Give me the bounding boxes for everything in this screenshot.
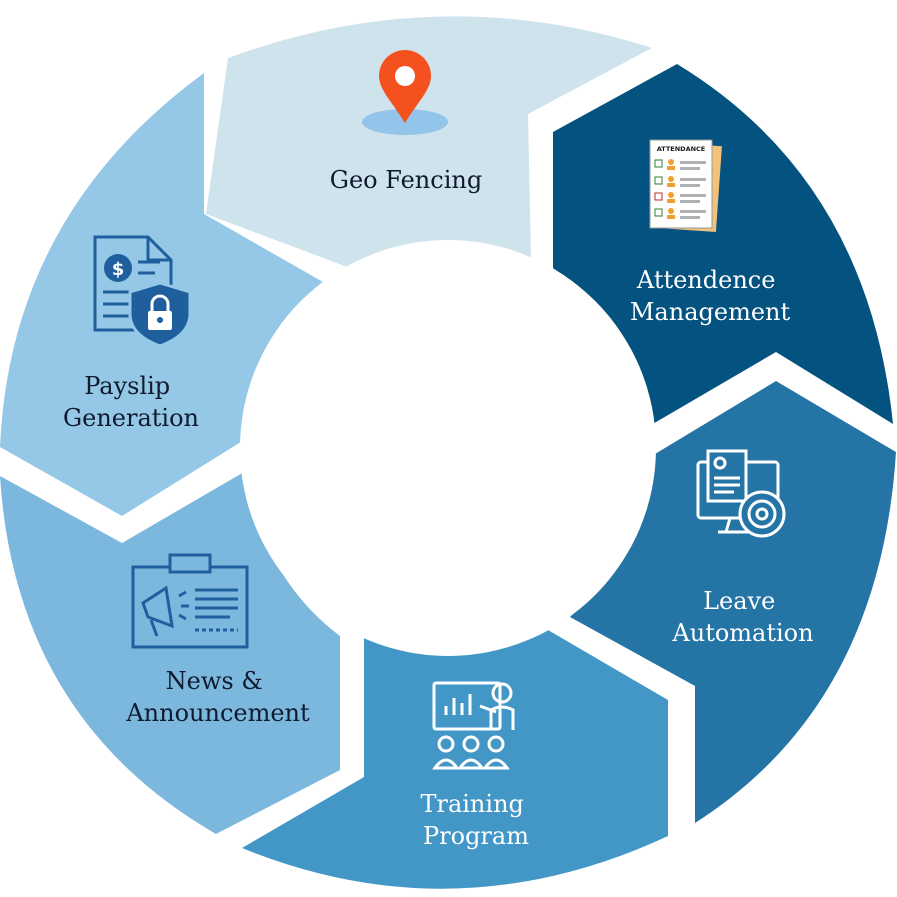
label-training: Training Program — [420, 790, 531, 850]
label-news: News & Announcement — [125, 667, 310, 727]
location-pin-icon — [362, 50, 448, 135]
label-leave: Leave Automation — [671, 587, 813, 647]
segment-leave — [570, 381, 896, 823]
center-hub — [240, 240, 656, 656]
attendance-sheet-title: ATTENDANCE — [657, 145, 706, 153]
segment-training — [242, 630, 668, 889]
label-geo-fencing: Geo Fencing — [330, 166, 482, 194]
svg-text:$: $ — [112, 259, 125, 280]
segment-attendance — [553, 64, 893, 425]
payslip-lock-icon: $ — [93, 235, 192, 348]
document-gear-icon — [696, 449, 786, 538]
label-payslip: Payslip Generation — [63, 372, 199, 432]
attendance-sheet-icon: ATTENDANCE — [649, 139, 722, 233]
label-attendance: Attendence Management — [630, 266, 791, 326]
megaphone-board-icon — [131, 553, 249, 649]
trainer-audience-icon — [432, 681, 515, 770]
segment-geo-fencing — [206, 16, 652, 269]
segment-news — [0, 472, 340, 834]
